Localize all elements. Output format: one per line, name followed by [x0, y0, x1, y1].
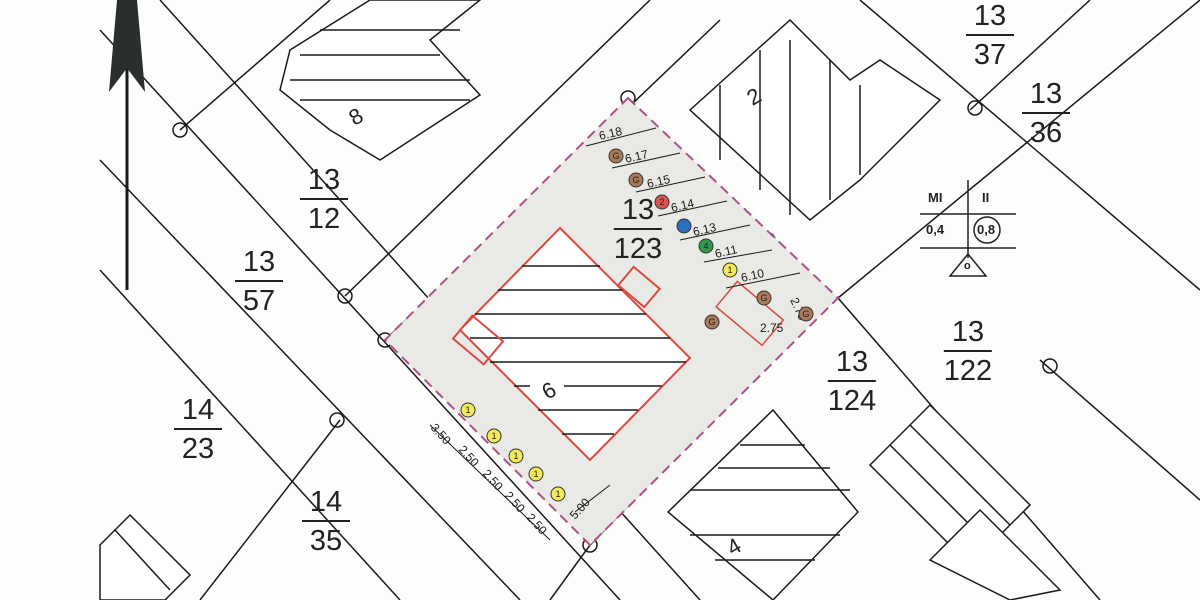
parking-marker-icon: G — [704, 314, 720, 330]
svg-text:6.10: 6.10 — [740, 266, 766, 285]
legend-grz: 0,4 — [926, 222, 945, 237]
svg-text:G: G — [632, 175, 639, 185]
legend-use: MI — [928, 190, 943, 205]
dimension-lines — [429, 127, 801, 541]
parcel-sub: 35 — [309, 525, 343, 557]
fraction-bar — [827, 380, 876, 382]
parcel-sub: 36 — [1029, 117, 1063, 149]
survey-points — [172, 90, 1058, 553]
building-4 — [666, 408, 860, 600]
parking-marker-icon — [676, 218, 692, 234]
svg-text:1: 1 — [513, 451, 518, 461]
parking-marker-icon: 1 — [486, 428, 502, 444]
svg-text:G: G — [802, 309, 809, 319]
parking-marker-icon: 1 — [550, 486, 566, 502]
parking-marker-icon: 2 — [654, 194, 670, 210]
parcel-sub: 57 — [242, 285, 276, 317]
north-arrow-icon — [109, 0, 145, 290]
svg-text:6.17: 6.17 — [624, 147, 650, 166]
svg-text:6.15: 6.15 — [646, 172, 672, 191]
parcel-number: 13 — [835, 346, 869, 378]
svg-text:1: 1 — [555, 489, 560, 499]
fraction-bar — [943, 350, 992, 352]
parking-marker-icon: 1 — [508, 448, 524, 464]
garages-right — [868, 403, 1062, 600]
parcel-number: 13 — [621, 194, 655, 226]
parking-marker-icon: 4 — [698, 238, 714, 254]
parking-marker-icon: G — [608, 148, 624, 164]
fraction-bar — [235, 280, 283, 282]
svg-text:1: 1 — [727, 265, 732, 275]
parcel-number: 13 — [973, 0, 1007, 32]
svg-text:1: 1 — [491, 431, 496, 441]
fraction-bar — [613, 228, 662, 230]
parking-marker-icon: G — [756, 290, 772, 306]
legend-gfz: 0,8 — [977, 222, 996, 237]
parcel-number: 14 — [181, 394, 215, 426]
fraction-bar — [1022, 112, 1070, 114]
svg-text:4: 4 — [703, 241, 708, 251]
zoning-legend: MI II 0,4 0,8 o — [920, 180, 1016, 280]
parcel-sub: 124 — [827, 385, 877, 417]
parking-marker-icon: 1 — [460, 402, 476, 418]
parking-marker-icon: 1 — [528, 466, 544, 482]
svg-text:6.13: 6.13 — [692, 220, 718, 239]
parcel-number: 13 — [242, 246, 276, 278]
fraction-bar — [302, 520, 350, 522]
fraction-bar — [966, 34, 1014, 36]
parcel-number: 13 — [307, 164, 341, 196]
legend-construction: o — [964, 260, 971, 272]
svg-text:6.14: 6.14 — [670, 196, 696, 215]
svg-text:G: G — [760, 293, 767, 303]
parcel-sub: 37 — [973, 39, 1007, 71]
parcel-number: 13 — [951, 316, 985, 348]
svg-text:1: 1 — [465, 405, 470, 415]
parcel-sub: 122 — [943, 355, 993, 387]
parcel-sub: 123 — [613, 233, 663, 265]
svg-text:2.50: 2.50 — [524, 511, 550, 538]
parking-marker-icon: 1 — [722, 262, 738, 278]
parcel-number: 14 — [309, 486, 343, 518]
svg-text:2.50: 2.50 — [456, 443, 482, 470]
svg-text:6.18: 6.18 — [598, 124, 624, 143]
garages-left — [99, 513, 192, 600]
svg-text:1: 1 — [533, 469, 538, 479]
parking-marker-icon: G — [628, 172, 644, 188]
parcel-number: 13 — [1029, 78, 1063, 110]
svg-text:2.75: 2.75 — [760, 321, 784, 335]
parking-marker-icon: G — [798, 306, 814, 322]
building-2 — [688, 18, 942, 221]
svg-text:2.50: 2.50 — [502, 489, 528, 516]
svg-text:G: G — [612, 151, 619, 161]
parcel-label: 13 123 — [614, 194, 662, 265]
fraction-bar — [174, 428, 222, 430]
parcel-sub: 12 — [307, 203, 341, 235]
legend-storeys: II — [982, 190, 990, 205]
svg-text:6.11: 6.11 — [714, 242, 739, 261]
svg-text:2: 2 — [659, 197, 664, 207]
parcel-sub: 23 — [181, 433, 215, 465]
building-8 — [279, 0, 482, 161]
fraction-bar — [300, 198, 348, 200]
svg-text:G: G — [708, 317, 715, 327]
building-6 — [451, 226, 785, 462]
